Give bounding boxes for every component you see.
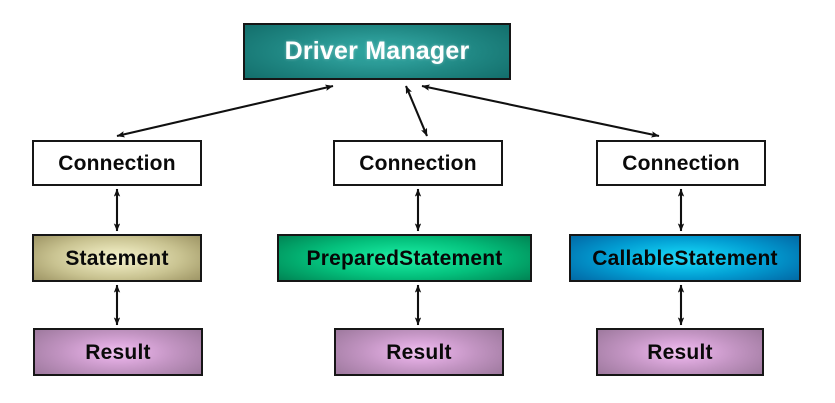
node-label-connection-center: Connection <box>359 151 477 175</box>
node-connection-left[interactable]: Connection <box>32 140 202 186</box>
node-result-right[interactable]: Result <box>596 328 764 376</box>
node-driver-manager[interactable]: Driver Manager <box>243 23 511 80</box>
edge-driver-connection-center <box>405 85 428 137</box>
node-result-center[interactable]: Result <box>334 328 504 376</box>
edge-driver-connection-right <box>421 84 660 138</box>
node-label-prepared-statement: PreparedStatement <box>306 246 503 270</box>
node-label-driver-manager: Driver Manager <box>284 37 470 65</box>
node-connection-right[interactable]: Connection <box>596 140 766 186</box>
node-callable-statement[interactable]: CallableStatement <box>569 234 801 282</box>
node-label-statement: Statement <box>65 246 169 270</box>
node-label-result-left: Result <box>85 340 151 364</box>
node-connection-center[interactable]: Connection <box>333 140 503 186</box>
node-label-connection-right: Connection <box>622 151 740 175</box>
node-label-result-right: Result <box>647 340 713 364</box>
edge-driver-connection-left <box>116 84 334 138</box>
node-prepared-statement[interactable]: PreparedStatement <box>277 234 532 282</box>
node-label-callable-statement: CallableStatement <box>592 246 778 270</box>
node-label-result-center: Result <box>386 340 452 364</box>
node-result-left[interactable]: Result <box>33 328 203 376</box>
node-label-connection-left: Connection <box>58 151 176 175</box>
node-statement[interactable]: Statement <box>32 234 202 282</box>
